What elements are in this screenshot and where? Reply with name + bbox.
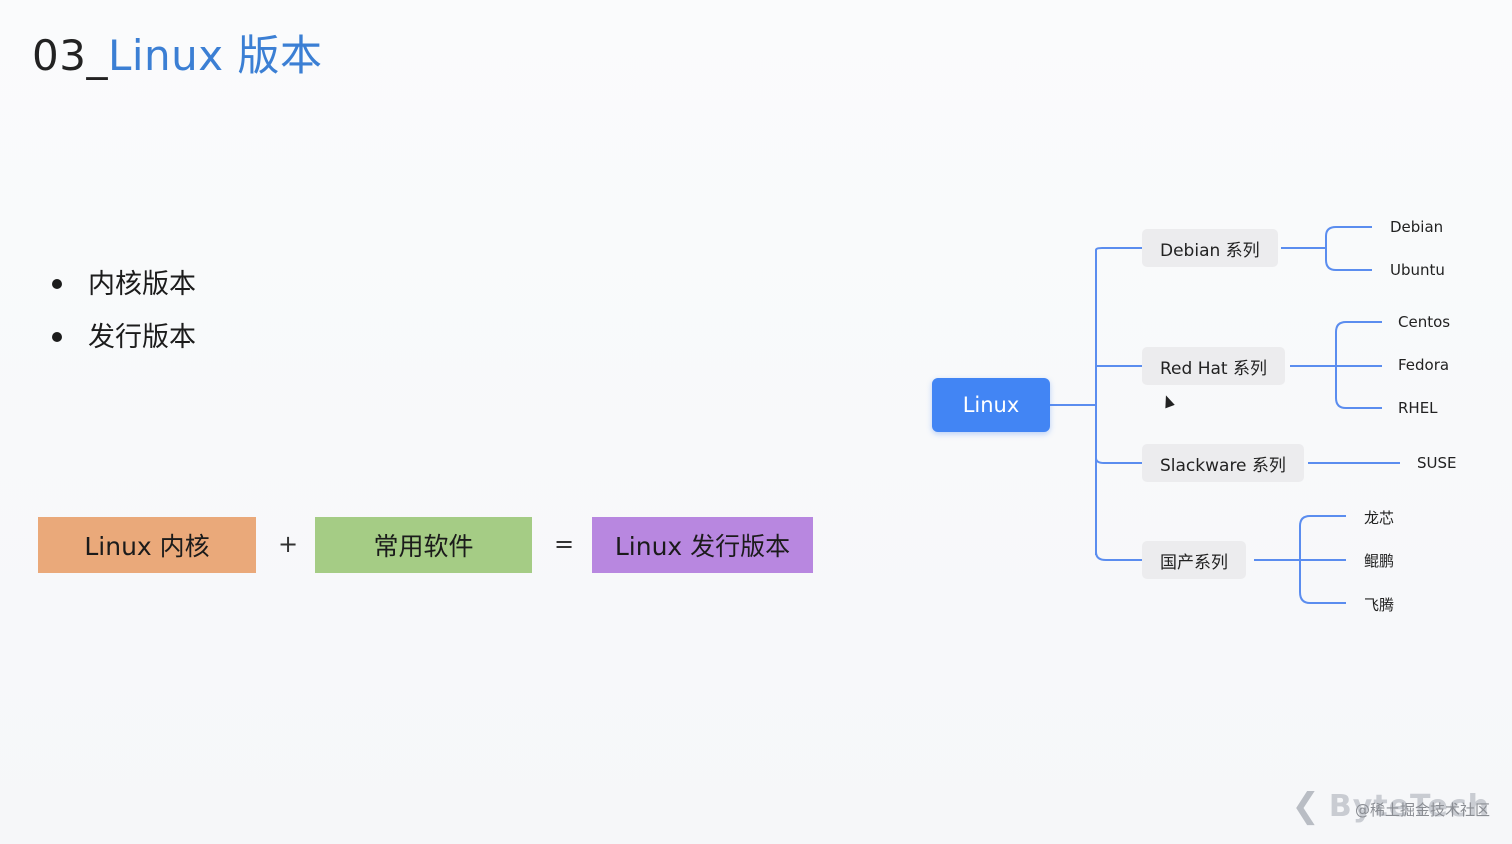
tree-leaf-phytium: 飞腾	[1364, 596, 1395, 614]
tree-leaf-kunpeng: 鲲鹏	[1364, 552, 1395, 570]
tree-node-slackware-series: Slackware 系列	[1142, 444, 1304, 482]
tree-leaf-centos: Centos	[1398, 313, 1451, 331]
tree-leaf-suse: SUSE	[1417, 454, 1457, 472]
linux-distro-box: Linux 发行版本	[592, 517, 813, 573]
tree-leaf-loongson: 龙芯	[1364, 509, 1395, 527]
title-text: Linux 版本	[107, 31, 323, 80]
plus-sign: +	[278, 530, 299, 558]
bullet-item-kernel-version: 内核版本	[52, 258, 196, 311]
bullet-list: 内核版本 发行版本	[52, 258, 196, 364]
tree-leaf-rhel: RHEL	[1398, 399, 1438, 417]
mouse-cursor-icon	[1161, 393, 1175, 409]
tree-root-linux: Linux	[932, 378, 1050, 432]
bytetech-logo-icon: ❮	[1291, 786, 1321, 826]
tree-node-redhat-series: Red Hat 系列	[1142, 347, 1285, 385]
bytetech-logo-text: ByteTech	[1328, 788, 1490, 824]
tree-leaf-debian: Debian	[1390, 218, 1444, 236]
common-software-box: 常用软件	[315, 517, 532, 573]
title-number: 03_	[32, 31, 108, 80]
tree-node-domestic-series: 国产系列	[1142, 541, 1246, 579]
tree-leaf-fedora: Fedora	[1398, 356, 1450, 374]
linux-kernel-box: Linux 内核	[38, 517, 256, 573]
tree-node-debian-series: Debian 系列	[1142, 229, 1278, 267]
equals-sign: =	[554, 530, 575, 558]
tree-leaf-ubuntu: Ubuntu	[1390, 261, 1445, 279]
community-watermark: @稀土掘金技术社区	[1354, 801, 1490, 819]
bullet-item-distro-version: 发行版本	[52, 311, 196, 364]
bytetech-watermark: ❮ ByteTech	[1291, 786, 1490, 826]
slide-title: 03_Linux 版本	[32, 22, 322, 83]
